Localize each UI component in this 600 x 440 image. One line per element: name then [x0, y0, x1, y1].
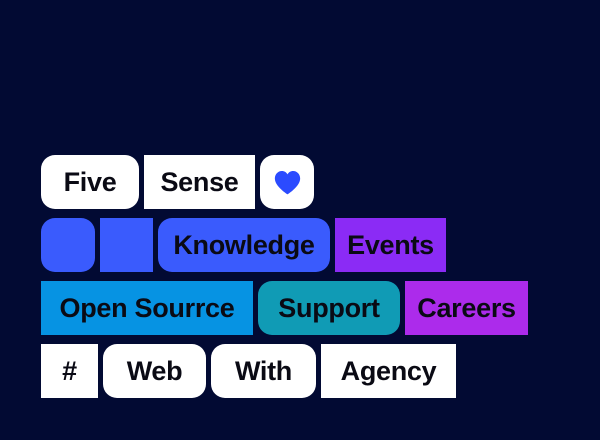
tag-chip-open-sourrce[interactable]: Open Sourrce [41, 281, 253, 335]
tag-chip-blank[interactable] [100, 218, 153, 272]
tag-chip-with[interactable]: With [211, 344, 316, 398]
tag-chip-label: Five [63, 166, 117, 197]
tag-chip-support[interactable]: Support [258, 281, 400, 335]
heart-icon [274, 170, 301, 195]
tag-chip-heart-icon[interactable] [260, 155, 314, 209]
tag-chip-sense[interactable]: Sense [144, 155, 255, 209]
tag-chip-label: # [62, 355, 77, 386]
tag-chip-label: Knowledge [173, 229, 315, 260]
tag-chip-knowledge[interactable]: Knowledge [158, 218, 330, 272]
tag-chip-label: With [234, 355, 293, 386]
tag-row: Knowledge Events [41, 218, 561, 272]
tag-row: Open Sourrce Support Careers [41, 281, 561, 335]
tag-chip-label: Support [278, 292, 380, 323]
tag-chip-events[interactable]: Events [335, 218, 446, 272]
tag-chip-label: Sense [160, 166, 239, 197]
tag-chip-label: Open Sourrce [59, 292, 235, 323]
tag-chip-label: Web [126, 355, 183, 386]
tag-chip-label: Agency [340, 355, 437, 386]
tag-chip-careers[interactable]: Careers [405, 281, 528, 335]
tag-chip-agency[interactable]: Agency [321, 344, 456, 398]
tag-chip-blank[interactable] [41, 218, 95, 272]
tag-row: # Web With Agency [41, 344, 561, 398]
tag-chip-label: Events [347, 229, 434, 260]
tag-chip-label: Careers [417, 292, 516, 323]
tag-chip-chip[interactable]: # [41, 344, 98, 398]
tag-chip-web[interactable]: Web [103, 344, 206, 398]
tag-chip-five[interactable]: Five [41, 155, 139, 209]
tag-row: Five Sense [41, 155, 561, 209]
